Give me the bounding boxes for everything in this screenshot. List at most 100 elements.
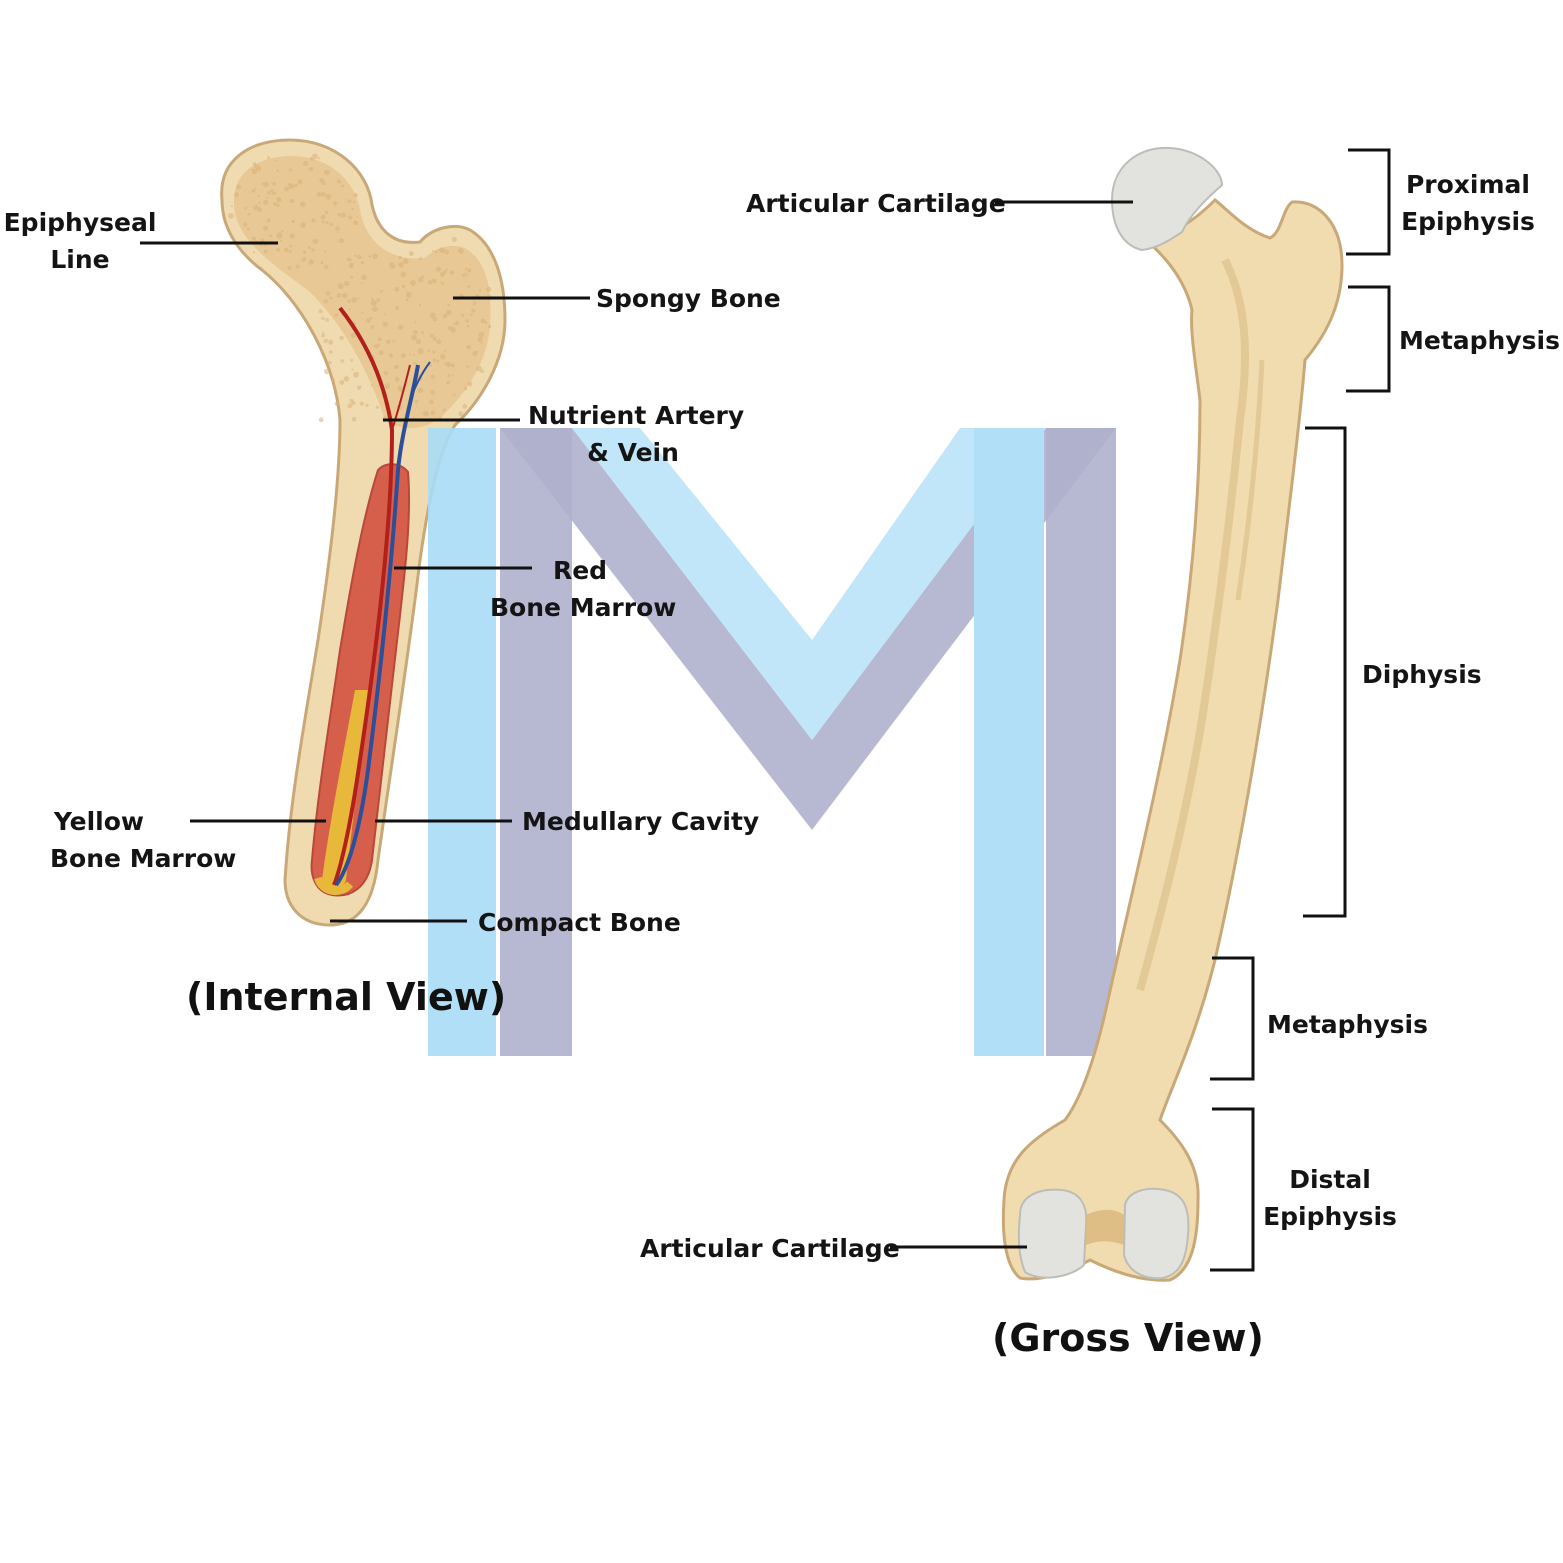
spongy-speckle: [398, 255, 402, 260]
spongy-speckle: [350, 275, 354, 279]
spongy-speckle: [461, 313, 465, 317]
spongy-speckle: [466, 273, 469, 276]
spongy-speckle: [414, 321, 417, 324]
spongy-speckle: [450, 270, 455, 275]
spongy-speckle: [370, 384, 374, 387]
spongy-speckle: [453, 323, 456, 326]
label-nutrient-artery-vein: Nutrient Artery & Vein: [528, 397, 745, 471]
spongy-speckle: [461, 273, 466, 278]
spongy-speckle: [323, 338, 328, 344]
spongy-speckle: [347, 199, 352, 204]
spongy-speckle: [327, 360, 332, 365]
spongy-speckle: [254, 164, 260, 170]
femur-body: [1001, 198, 1344, 1282]
label-nutrient-1: Nutrient Artery: [528, 401, 745, 430]
spongy-speckle: [436, 339, 442, 345]
spongy-speckle: [332, 201, 338, 206]
spongy-speckle: [295, 264, 300, 269]
spongy-speckle: [349, 398, 354, 403]
spongy-speckle: [320, 214, 326, 220]
gross-bone: [1001, 146, 1344, 1282]
spongy-speckle: [466, 344, 471, 350]
spongy-speckle: [284, 247, 289, 253]
spongy-speckle: [438, 247, 444, 253]
spongy-speckle: [338, 238, 344, 244]
nutrient-artery: [332, 306, 395, 886]
spongy-speckle: [388, 353, 393, 358]
spongy-speckle: [262, 182, 265, 186]
label-epiphyseal-line: Epiphyseal Line: [2, 204, 158, 278]
spongy-speckle: [324, 368, 330, 375]
spongy-speckle: [234, 192, 240, 198]
spongy-speckle: [325, 193, 332, 200]
bracket-distal-epiphysis: [1210, 1107, 1255, 1272]
spongy-speckle: [291, 219, 295, 224]
label-yellow-marrow-1: Yellow: [53, 807, 144, 836]
spongy-speckle: [478, 331, 485, 338]
spongy-speckle: [467, 381, 473, 387]
spongy-speckle: [236, 184, 242, 190]
spongy-speckle: [464, 267, 468, 270]
spongy-speckle: [321, 220, 325, 224]
spongy-speckle: [429, 333, 434, 338]
spongy-speckle: [287, 266, 292, 270]
spongy-texture: [228, 153, 492, 423]
spongy-speckle: [439, 272, 445, 277]
spongy-speckle: [443, 269, 447, 274]
spongy-speckle: [397, 324, 404, 331]
spongy-speckle: [328, 339, 334, 345]
spongy-speckle: [358, 385, 362, 389]
spongy-speckle: [263, 225, 269, 231]
spongy-speckle: [408, 251, 414, 257]
spongy-speckle: [311, 218, 316, 223]
spongy-speckle: [436, 359, 440, 363]
spongy-speckle: [402, 258, 409, 265]
spongy-speckle: [398, 262, 404, 268]
bracket-diaphysis: [1303, 426, 1347, 918]
spongy-speckle: [340, 359, 345, 363]
spongy-speckle: [419, 257, 423, 261]
spongy-speckle: [429, 364, 432, 367]
spongy-speckle: [337, 212, 342, 217]
spongy-speckle: [466, 365, 470, 368]
spongy-speckle: [353, 371, 360, 378]
spongy-speckle: [323, 299, 328, 304]
spongy-speckle: [324, 210, 329, 215]
spongy-speckle: [447, 373, 451, 377]
region-brackets: [1210, 148, 1391, 1272]
spongy-speckle: [307, 246, 311, 250]
spongy-speckle: [410, 280, 416, 286]
spongy-speckle: [360, 282, 363, 284]
spongy-speckle: [324, 264, 329, 270]
spongy-speckle: [353, 192, 358, 198]
spongy-speckle: [265, 196, 268, 199]
spongy-speckle: [423, 411, 429, 417]
spongy-speckle: [258, 201, 261, 205]
spongy-speckle: [432, 358, 437, 362]
spongy-speckle: [405, 298, 409, 302]
spongy-speckle: [444, 250, 450, 255]
spongy-speckle: [480, 369, 485, 374]
label-articular-cartilage-top: Articular Cartilage: [746, 189, 1006, 218]
femur-shading-2: [1235, 359, 1265, 601]
spongy-speckle: [318, 309, 323, 314]
spongy-speckle: [476, 365, 482, 372]
spongy-speckle: [445, 309, 452, 316]
spongy-speckle: [427, 349, 431, 352]
articular-cartilage-condyle-left: [1017, 1188, 1088, 1279]
spongy-speckle: [276, 169, 280, 172]
spongy-speckle: [312, 238, 318, 244]
spongy-speckle: [299, 201, 306, 208]
spongy-speckle: [351, 207, 354, 211]
yellow-marrow-tip: [314, 876, 354, 896]
label-yellow-bone-marrow: Yellow Bone Marrow: [50, 803, 236, 877]
spongy-speckle: [480, 318, 486, 324]
spongy-speckle: [450, 363, 456, 368]
spongy-speckle: [477, 337, 483, 342]
spongy-speckle: [294, 183, 298, 188]
label-distal-1: Distal: [1289, 1165, 1371, 1194]
spongy-speckle: [329, 222, 334, 227]
spongy-speckle: [251, 189, 256, 193]
spongy-speckle: [276, 196, 282, 203]
spongy-speckle: [343, 376, 350, 382]
